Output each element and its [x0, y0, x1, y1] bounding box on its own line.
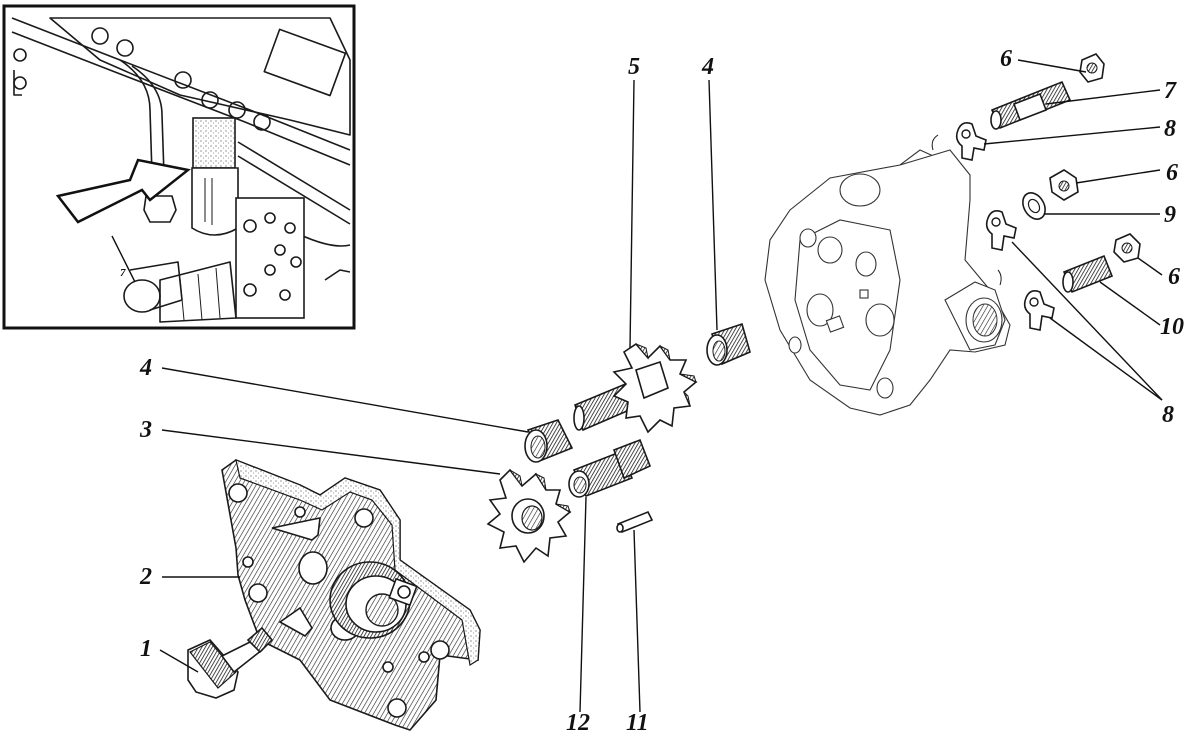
part-bushing-left	[524, 419, 574, 463]
callout-6-top: 6	[1000, 46, 1012, 72]
part-pump-housing	[764, 134, 1011, 416]
part-flat-washer	[1022, 192, 1046, 220]
part-nut-top	[1079, 53, 1105, 83]
part-lock-washer-mid	[985, 210, 1017, 251]
callout-3: 3	[139, 417, 152, 443]
callout-4-right: 4	[701, 54, 714, 80]
part-pin	[616, 510, 654, 534]
part-driven-gear	[486, 468, 572, 564]
part-nut-bottom	[1113, 233, 1141, 263]
part-nut-middle	[1049, 169, 1079, 201]
callout-8-lower: 8	[1162, 402, 1174, 428]
leader-lines	[159, 59, 1163, 713]
pointer-arrow-icon	[55, 158, 191, 224]
part-coupling-sleeve	[568, 438, 652, 498]
part-lock-washer-top	[955, 122, 987, 161]
part-bushing-right	[706, 322, 751, 366]
inset-filter	[143, 117, 239, 236]
inset-control-block	[111, 197, 351, 323]
callout-2: 2	[139, 564, 152, 590]
callout-12: 12	[566, 710, 590, 734]
part-lock-washer-low	[1023, 290, 1055, 331]
callout-1: 1	[140, 636, 152, 662]
callout-10: 10	[1160, 314, 1184, 340]
callout-labels: 1 2 3 4 4 5 6 6 6 7 8 8 9 10 11 12	[139, 46, 1184, 734]
part-drive-gear-shaft	[573, 342, 698, 434]
inset-pipework	[11, 17, 351, 247]
callout-11: 11	[626, 710, 649, 734]
part-pump-cover	[221, 459, 481, 731]
inset-callout: 7	[120, 267, 126, 279]
callout-4-left: 4	[139, 355, 152, 381]
callout-6-middle: 6	[1166, 160, 1178, 186]
callout-5: 5	[628, 54, 640, 80]
location-inset: 7	[2, 4, 356, 330]
part-short-stud	[1062, 254, 1114, 294]
part-long-stud	[990, 80, 1072, 130]
callout-9: 9	[1164, 202, 1176, 228]
callout-8-top: 8	[1164, 116, 1176, 142]
callout-6-bottom: 6	[1168, 264, 1180, 290]
part-bolt	[187, 626, 274, 699]
callout-7: 7	[1164, 78, 1177, 104]
